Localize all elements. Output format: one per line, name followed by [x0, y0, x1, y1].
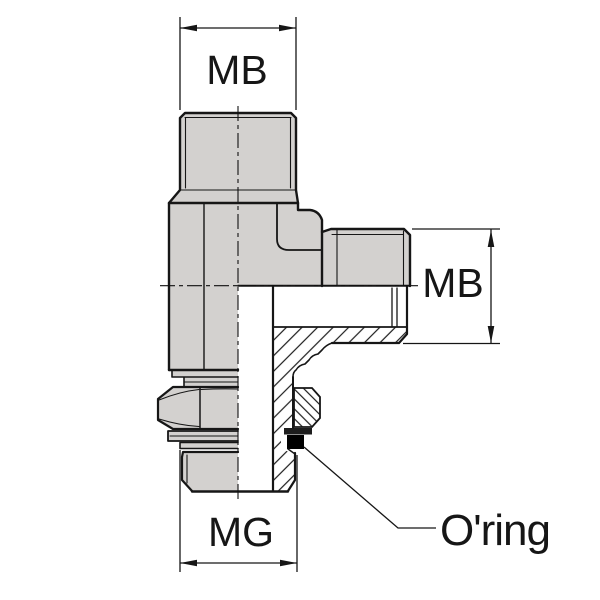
- locknut: [158, 387, 238, 429]
- outlines: [156, 111, 412, 493]
- centerlines: [160, 106, 419, 503]
- dimension-top-arrows: [180, 24, 296, 32]
- section-washer: [284, 428, 312, 435]
- dimension-bottom: [179, 450, 298, 572]
- dimension-bottom-arrows: [180, 559, 297, 567]
- label-top-port-thread: MB: [206, 47, 268, 93]
- o-ring: [287, 435, 304, 449]
- section-hatch-locknut: [293, 387, 321, 428]
- fitting-body: [169, 203, 322, 370]
- label-oring-callout: O'ring: [440, 506, 550, 555]
- dimension-side: [403, 228, 500, 345]
- dimension-side-arrows: [487, 230, 495, 343]
- section-hatch-body: [273, 327, 407, 491]
- label-side-port-thread: MB: [422, 260, 484, 306]
- bottom-stud: [182, 452, 238, 491]
- dimension-top: [179, 17, 297, 110]
- stem-collar: [172, 370, 238, 377]
- side-port: [322, 229, 410, 286]
- label-bottom-stud-thread: MG: [208, 509, 274, 555]
- oring-side-band: [180, 442, 238, 449]
- top-port: [169, 113, 298, 203]
- oring-leader-line: [303, 446, 436, 529]
